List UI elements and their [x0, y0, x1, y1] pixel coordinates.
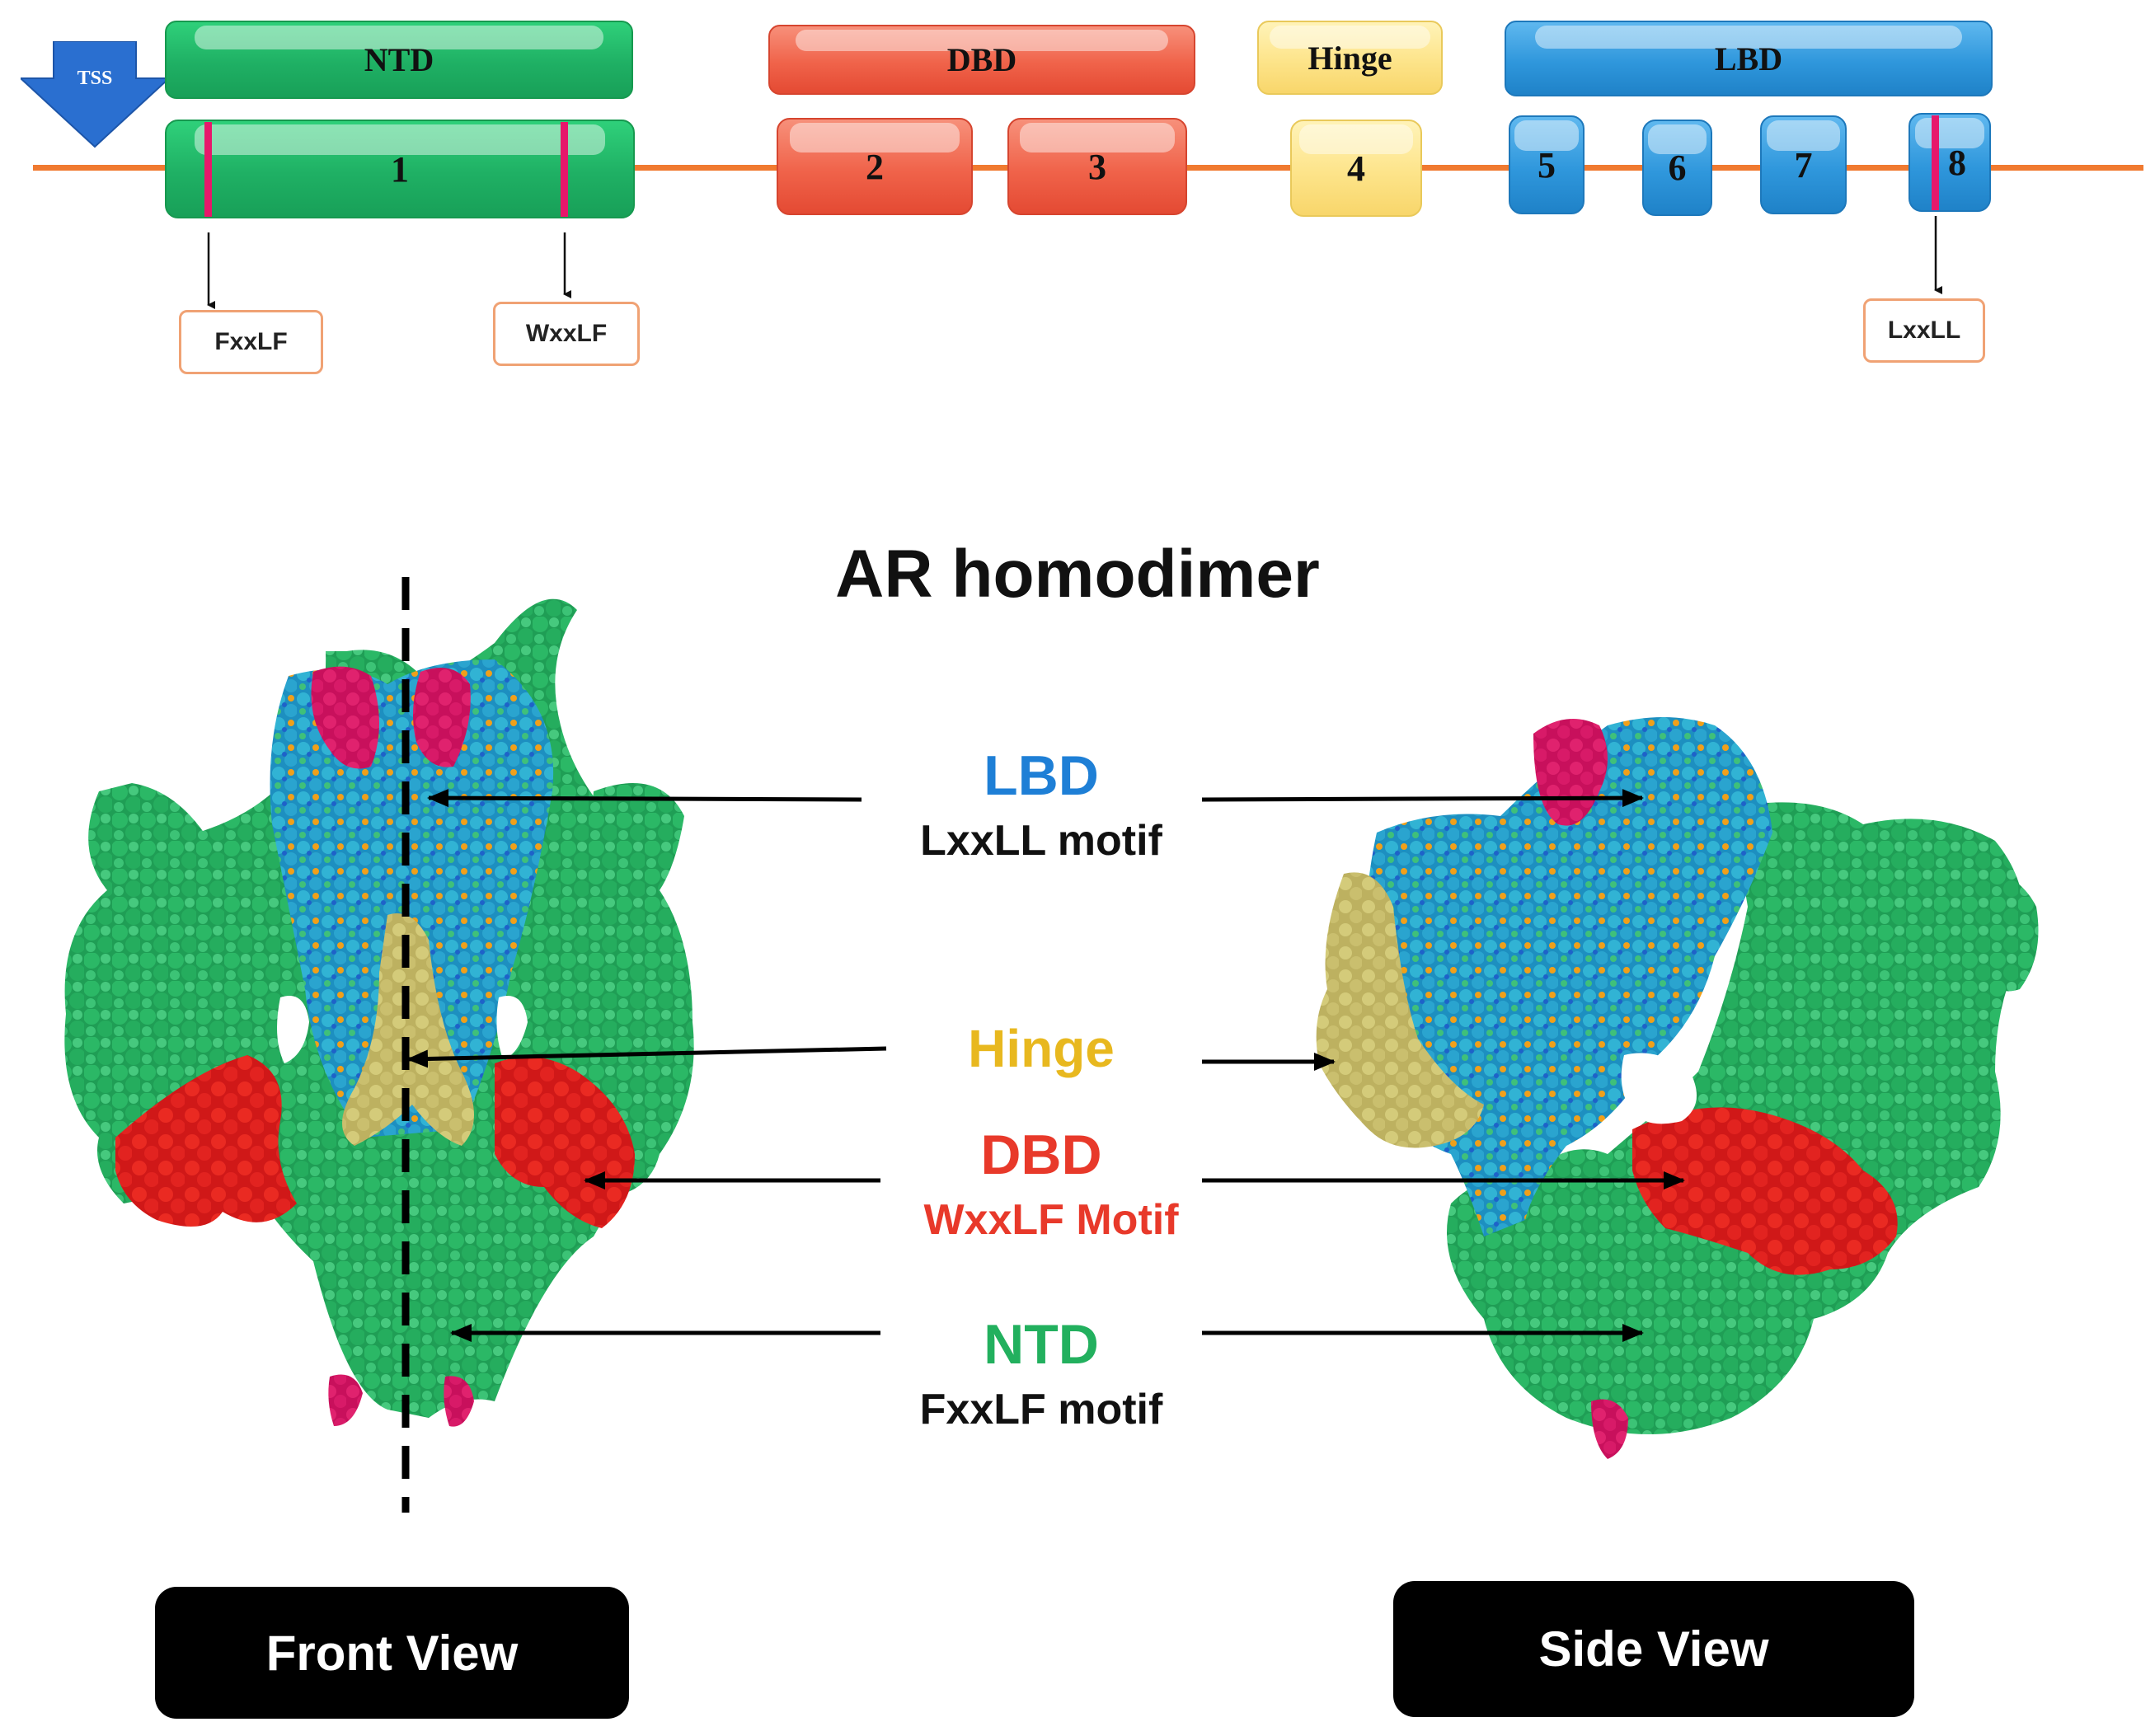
front-magenta-top-left — [311, 666, 379, 769]
label-ntd: NTD — [984, 1313, 1099, 1376]
front-cavity-left — [277, 996, 309, 1063]
side-dbd-region — [1632, 1107, 1898, 1275]
domain-label-dbd: DBD — [768, 25, 1195, 95]
arrow-lbd-front — [427, 789, 862, 808]
front-magenta-top-right — [413, 668, 471, 767]
exon-4-label: 4 — [1347, 148, 1365, 189]
exon-1: 1 — [165, 120, 635, 218]
front-magenta-bottom-right — [444, 1376, 474, 1427]
domain-label-ntd-text: NTD — [364, 41, 434, 78]
domain-label-hinge-text: Hinge — [1308, 39, 1392, 77]
front-hinge-region — [342, 913, 474, 1146]
motif-box-fxxlf: FxxLF — [179, 310, 323, 374]
side-view-structure — [1316, 717, 2039, 1459]
tss-label: TSS — [77, 68, 113, 89]
front-cavity-right — [496, 996, 528, 1059]
side-magenta-bottom — [1591, 1399, 1628, 1459]
diagram-title: AR homodimer — [835, 537, 1320, 612]
label-wxxlf-motif: WxxLF Motif — [923, 1196, 1179, 1244]
side-cavity — [1621, 1053, 1697, 1124]
exon-5-label: 5 — [1538, 144, 1556, 185]
exon-6-label: 6 — [1668, 148, 1687, 188]
exon-8-label: 8 — [1948, 142, 1966, 183]
front-view-label: Front View — [155, 1587, 629, 1719]
arrow-hinge-front — [406, 1046, 887, 1068]
domain-label-lbd-text: LBD — [1714, 40, 1783, 77]
tss-arrow-icon — [21, 41, 169, 148]
motif-pointer-arrows — [207, 216, 1942, 309]
motif-box-lxxll: LxxLL — [1863, 298, 1985, 363]
motif-marker-fxxlf — [204, 122, 212, 217]
connector-arrows — [406, 789, 1685, 1342]
exon-5: 5 — [1509, 115, 1585, 214]
side-hinge-region — [1316, 872, 1484, 1148]
exon-3-label: 3 — [1088, 146, 1106, 187]
front-magenta-bottom-left — [328, 1374, 363, 1426]
label-lxxll-motif: LxxLL motif — [920, 817, 1162, 865]
exon-4: 4 — [1290, 120, 1422, 217]
front-dbd-left — [115, 1055, 297, 1227]
domain-label-ntd: NTD — [165, 21, 633, 99]
motif-marker-lxxll — [1932, 115, 1939, 210]
motif-marker-wxxlf — [561, 122, 568, 217]
exon-3: 3 — [1007, 118, 1187, 215]
label-dbd: DBD — [980, 1124, 1102, 1186]
domain-label-lbd: LBD — [1505, 21, 1993, 96]
exon-7: 7 — [1760, 115, 1847, 214]
motif-box-wxxlf: WxxLF — [493, 302, 640, 366]
exon-2: 2 — [777, 118, 973, 215]
front-lbd-region — [270, 659, 554, 1138]
exon-2-label: 2 — [866, 146, 884, 187]
exon-6: 6 — [1642, 120, 1712, 216]
label-hinge: Hinge — [968, 1019, 1115, 1078]
exon-8: 8 — [1909, 113, 1991, 212]
arrow-lbd-side — [1201, 789, 1644, 808]
exon-1-label: 1 — [391, 148, 409, 190]
domain-label-dbd-text: DBD — [946, 41, 1017, 78]
label-lbd: LBD — [984, 744, 1099, 807]
front-view-structure — [64, 598, 694, 1427]
side-view-label: Side View — [1393, 1581, 1914, 1717]
side-ntd-loop — [1974, 866, 2039, 992]
exon-7-label: 7 — [1794, 144, 1813, 185]
front-ntd-right-wing — [573, 783, 694, 1195]
label-fxxlf-motif: FxxLF motif — [919, 1386, 1163, 1433]
domain-label-hinge: Hinge — [1257, 21, 1443, 95]
